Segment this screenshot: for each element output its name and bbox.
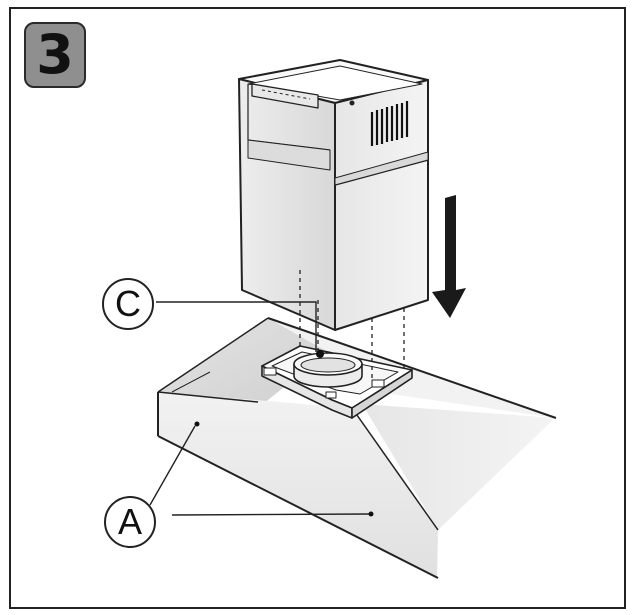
callout-c: C	[102, 278, 154, 330]
chimney-left-face	[238, 78, 336, 331]
vent-grille-icon	[370, 101, 409, 146]
leader-dot-a-lower	[368, 511, 374, 517]
callout-leaders	[149, 301, 371, 516]
chimney	[238, 59, 429, 331]
step-number-badge: 3	[24, 22, 86, 88]
duct-collar-assembly	[261, 345, 413, 419]
leader-dot-a-upper	[194, 421, 200, 427]
hood-right-slope	[362, 404, 556, 530]
alignment-guides	[299, 270, 405, 382]
callout-a: A	[104, 496, 156, 548]
leader-dot-c	[316, 350, 324, 358]
inner-bracket	[251, 83, 319, 109]
arrow-down-icon	[432, 195, 466, 318]
hood-front-face	[158, 392, 438, 578]
